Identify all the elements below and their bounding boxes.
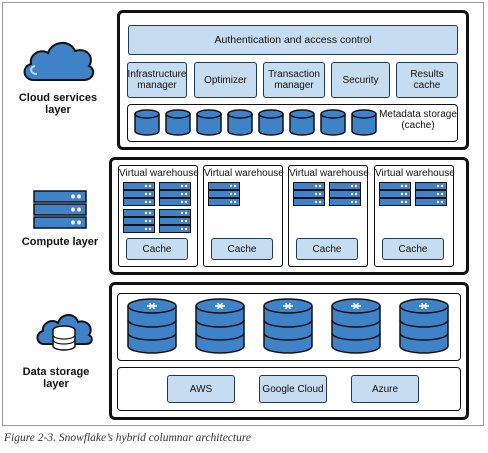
server-icon [415, 182, 447, 206]
metadata-disk [351, 109, 377, 136]
warehouse-cache: Cache [211, 238, 273, 260]
server-icon [379, 182, 411, 206]
service-infrastructure-manager: Infrastructure manager [127, 62, 187, 98]
metadata-disk [258, 109, 284, 136]
storage-databases [122, 298, 456, 356]
storage-database [399, 298, 449, 354]
virtual-warehouse-title: Virtual warehouse [375, 168, 455, 179]
metadata-disk [196, 109, 222, 136]
warehouse-cache: Cache [126, 238, 188, 260]
service-transaction-manager: Transaction manager [263, 62, 325, 98]
provider-aws: AWS [167, 375, 235, 403]
storage-database [263, 298, 313, 354]
auth-access-control: Authentication and access control [128, 25, 458, 55]
virtual-warehouse-title: Virtual warehouse [119, 168, 199, 179]
warehouse-cache: Cache [296, 238, 358, 260]
virtual-warehouse-title: Virtual warehouse [289, 168, 369, 179]
metadata-disk [165, 109, 191, 136]
server-icon [293, 182, 325, 206]
cloud-services-layer-label: Cloud services layer [18, 92, 98, 116]
cloud-icon [20, 36, 96, 84]
metadata-disk [227, 109, 253, 136]
server-rack-icon [33, 190, 87, 230]
provider-azure: Azure [351, 375, 419, 403]
virtual-warehouse-title: Virtual warehouse [204, 168, 284, 179]
figure-frame [2, 2, 484, 426]
warehouse-cache: Cache [382, 238, 444, 260]
metadata-disk [289, 109, 315, 136]
server-icon [159, 182, 191, 206]
metadata-disks [133, 109, 378, 137]
metadata-storage-label: Metadata storage (cache) [379, 109, 457, 131]
storage-database [195, 298, 245, 354]
service-security: Security [331, 62, 390, 98]
storage-database [331, 298, 381, 354]
server-icon [123, 209, 155, 233]
data-storage-layer-label: Data storage layer [22, 366, 90, 390]
server-icon [329, 182, 361, 206]
compute-layer-label: Compute layer [21, 236, 99, 248]
server-icon [159, 209, 191, 233]
service-optimizer: Optimizer [194, 62, 257, 98]
server-icon [123, 182, 155, 206]
figure-caption: Figure 2-3. Snowflake’s hybrid columnar … [4, 432, 251, 444]
metadata-disk [320, 109, 346, 136]
data-storage-icon [34, 304, 94, 352]
provider-google-cloud: Google Cloud [259, 375, 327, 403]
metadata-disk [134, 109, 160, 136]
storage-database [127, 298, 177, 354]
service-results-cache: Results cache [396, 62, 458, 98]
server-icon [208, 182, 240, 206]
